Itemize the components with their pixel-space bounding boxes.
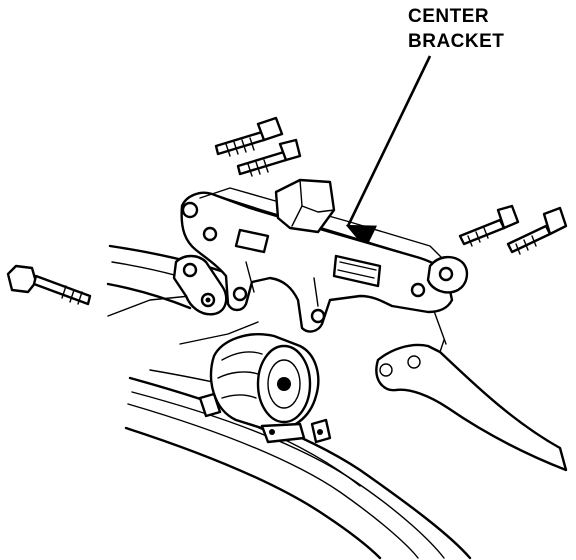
center-bracket	[180, 178, 469, 333]
center-bracket-label: CENTER BRACKET	[408, 4, 504, 54]
callout-leader-arrow	[345, 55, 432, 250]
center-bracket-label-line2: BRACKET	[408, 31, 505, 52]
bolt-left	[6, 264, 92, 306]
right-side-member	[375, 339, 568, 472]
bolt-right-2	[506, 206, 568, 255]
rubber-mount	[198, 333, 332, 444]
bolt-right-1	[458, 204, 520, 247]
left-link-plate	[172, 254, 228, 316]
bolt-upper-2	[236, 138, 302, 177]
bolt-upper-1	[214, 116, 284, 157]
center-bracket-label-line1: CENTER	[408, 6, 490, 27]
